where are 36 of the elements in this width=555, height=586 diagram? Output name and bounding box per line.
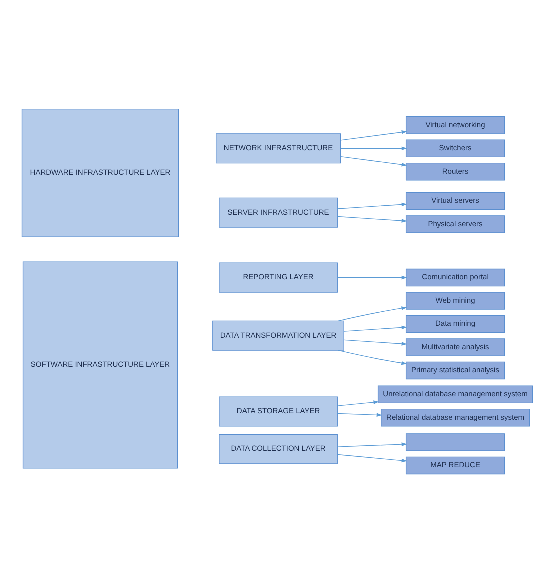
arrow bbox=[337, 442, 408, 447]
node-box: DATA STORAGE LAYER bbox=[219, 396, 338, 426]
arrow bbox=[344, 339, 408, 346]
arrow bbox=[338, 306, 408, 321]
arrow bbox=[337, 454, 408, 462]
node-box: Multivariate analysis bbox=[406, 338, 506, 356]
node-box: SERVER INFRASTRUCTURE bbox=[219, 197, 338, 228]
node-box bbox=[406, 433, 506, 451]
node-box: HARDWARE INFRASTRUCTURE LAYER bbox=[22, 108, 180, 237]
node-box: REPORTING LAYER bbox=[219, 262, 338, 292]
arrow bbox=[337, 412, 382, 417]
node-box: MAP REDUCE bbox=[406, 456, 506, 474]
node-box: DATA TRANSFORMATION LAYER bbox=[212, 320, 344, 350]
node-box: Data mining bbox=[406, 314, 506, 333]
node-box: Web mining bbox=[406, 292, 506, 310]
node-box: Unrelational database management system bbox=[378, 385, 534, 404]
arrow bbox=[337, 275, 408, 280]
arrow bbox=[340, 146, 408, 150]
arrow bbox=[340, 156, 408, 166]
arrow bbox=[337, 202, 408, 209]
node-box: Switchers bbox=[406, 139, 506, 157]
node-box: Virtual servers bbox=[406, 192, 506, 210]
arrow bbox=[337, 216, 408, 222]
node-box: DATA COLLECTION LAYER bbox=[219, 434, 338, 464]
node-box: Routers bbox=[406, 162, 506, 180]
arrow bbox=[340, 130, 408, 140]
node-box: Physical servers bbox=[406, 215, 506, 233]
arrow bbox=[344, 325, 408, 332]
node-box: NETWORK INFRASTRUCTURE bbox=[216, 133, 342, 164]
node-box: Virtual networking bbox=[406, 116, 506, 134]
node-box: Comunication portal bbox=[406, 268, 506, 286]
node-box: Relational database management system bbox=[381, 408, 530, 426]
arrow bbox=[338, 350, 408, 365]
arrow bbox=[337, 400, 380, 406]
node-box: SOFTWARE INFRASTRUCTURE LAYER bbox=[22, 261, 178, 468]
node-box: Primary statistical analysis bbox=[406, 361, 506, 380]
